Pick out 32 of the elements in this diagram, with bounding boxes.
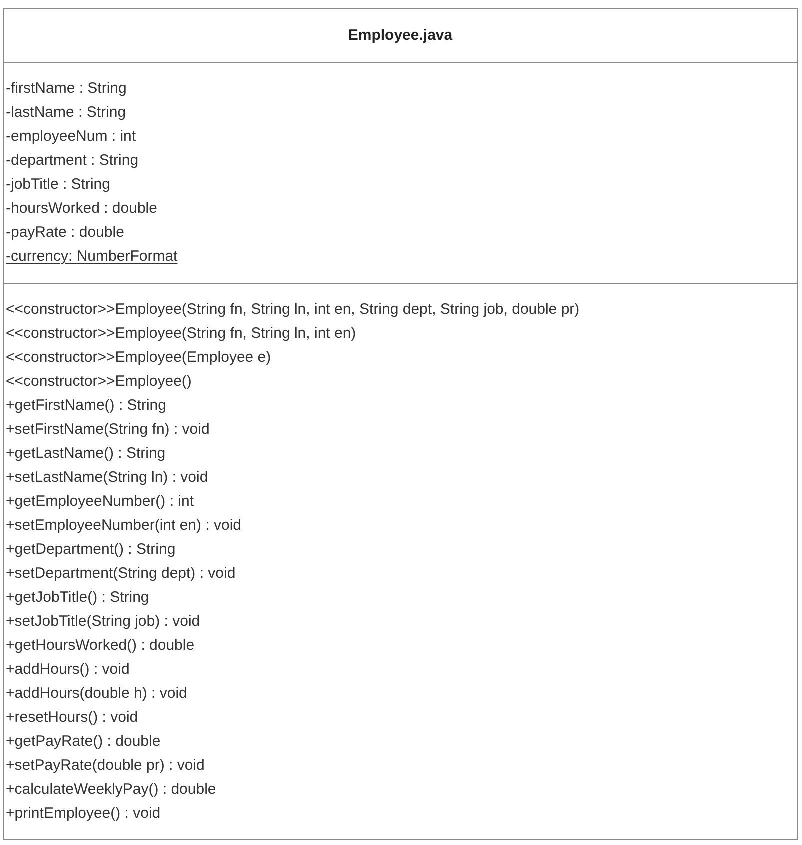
operation-signature: +addHours(double h) : void	[6, 684, 188, 704]
operation-signature: +setEmployeeNumber(int en) : void	[6, 516, 242, 536]
operation-signature: +setPayRate(double pr) : void	[6, 756, 205, 776]
operation-signature: +getLastName() : String	[6, 444, 166, 464]
class-name: Employee.java	[348, 26, 453, 46]
attribute-signature: -department : String	[6, 151, 139, 171]
operation-signature: +setLastName(String ln) : void	[6, 468, 208, 488]
operation-signature: +getPayRate() : double	[6, 732, 161, 752]
operation-signature: +setFirstName(String fn) : void	[6, 420, 210, 440]
attribute-signature: -jobTitle : String	[6, 175, 110, 195]
operation-signature: +printEmployee() : void	[6, 804, 161, 824]
attribute-signature: -lastName : String	[6, 103, 126, 123]
attribute-signature: -currency: NumberFormat	[6, 247, 178, 267]
attribute-signature: -employeeNum : int	[6, 127, 136, 147]
operation-signature: <<constructor>>Employee(String fn, String ln, int en)	[6, 324, 356, 344]
attribute-signature: -payRate : double	[6, 223, 124, 243]
operation-signature: +getHoursWorked() : double	[6, 636, 195, 656]
attribute-signature: -firstName : String	[6, 79, 127, 99]
operation-signature: +addHours() : void	[6, 660, 130, 680]
operation-signature: <<constructor>>Employee(Employee e)	[6, 348, 272, 368]
class-box	[3, 8, 798, 840]
operation-signature: +setJobTitle(String job) : void	[6, 612, 200, 632]
operation-signature: <<constructor>>Employee()	[6, 372, 192, 392]
operation-signature: <<constructor>>Employee(String fn, String ln, int en, String dept, String job, double pr)	[6, 300, 580, 320]
attribute-signature: -hoursWorked : double	[6, 199, 158, 219]
operation-signature: +getFirstName() : String	[6, 396, 166, 416]
operation-signature: +calculateWeeklyPay() : double	[6, 780, 216, 800]
operation-signature: +setDepartment(String dept) : void	[6, 564, 236, 584]
operation-signature: +getDepartment() : String	[6, 540, 176, 560]
operation-signature: +getEmployeeNumber() : int	[6, 492, 194, 512]
operation-signature: +resetHours() : void	[6, 708, 138, 728]
operation-signature: +getJobTitle() : String	[6, 588, 150, 608]
